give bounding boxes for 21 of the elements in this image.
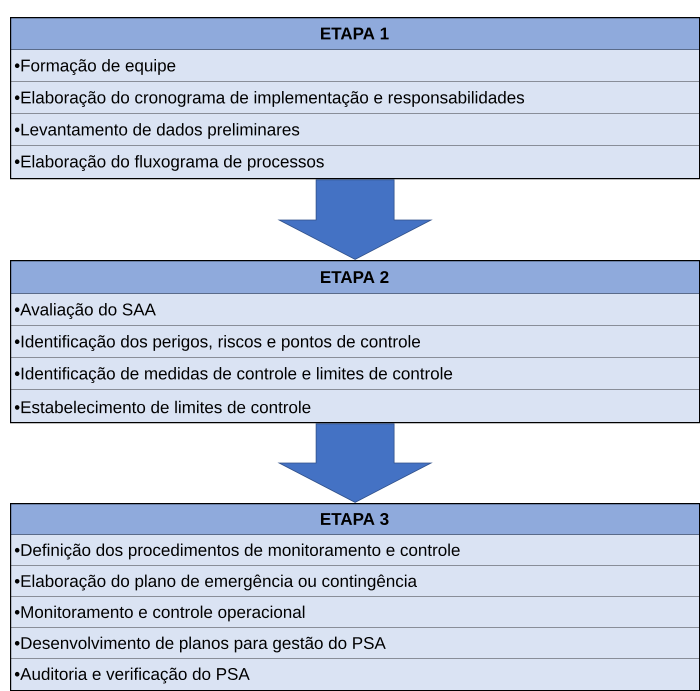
row-cell: •Definição dos procedimentos de monitoramento e controle [10, 535, 700, 566]
stage-table [10, 260, 700, 424]
header-cell: ETAPA 2 [10, 260, 700, 294]
row-cell: •Formação de equipe [10, 50, 700, 82]
row-cell: •Identificação de medidas de controle e limites de controle [10, 358, 700, 390]
row-cell: •Auditoria e verificação do PSA [10, 659, 699, 690]
row-cell: •Elaboração do plano de emergência ou contingência [10, 566, 700, 598]
row-cell: •Elaboração do fluxograma de processos [10, 146, 699, 178]
row-cell: •Monitoramento e controle operacional [10, 597, 700, 628]
block-arrow [277, 423, 433, 503]
row-cell: •Desenvolvimento de planos para gestão do PSA [10, 628, 700, 660]
stage-table [10, 17, 700, 180]
row-cell: •Avaliação do SAA [10, 294, 700, 326]
row-cell: •Elaboração do cronograma de implementação e responsabilidades [10, 82, 700, 114]
row-cell: •Identificação dos perigos, riscos e pontos de controle [10, 326, 700, 358]
row-cell: •Levantamento de dados preliminares [10, 114, 700, 146]
stage-table [10, 503, 700, 691]
header-cell: ETAPA 1 [10, 17, 700, 50]
row-cell: •Estabelecimento de limites de controle [10, 390, 699, 422]
header-cell: ETAPA 3 [10, 503, 700, 536]
block-arrow [277, 179, 433, 260]
